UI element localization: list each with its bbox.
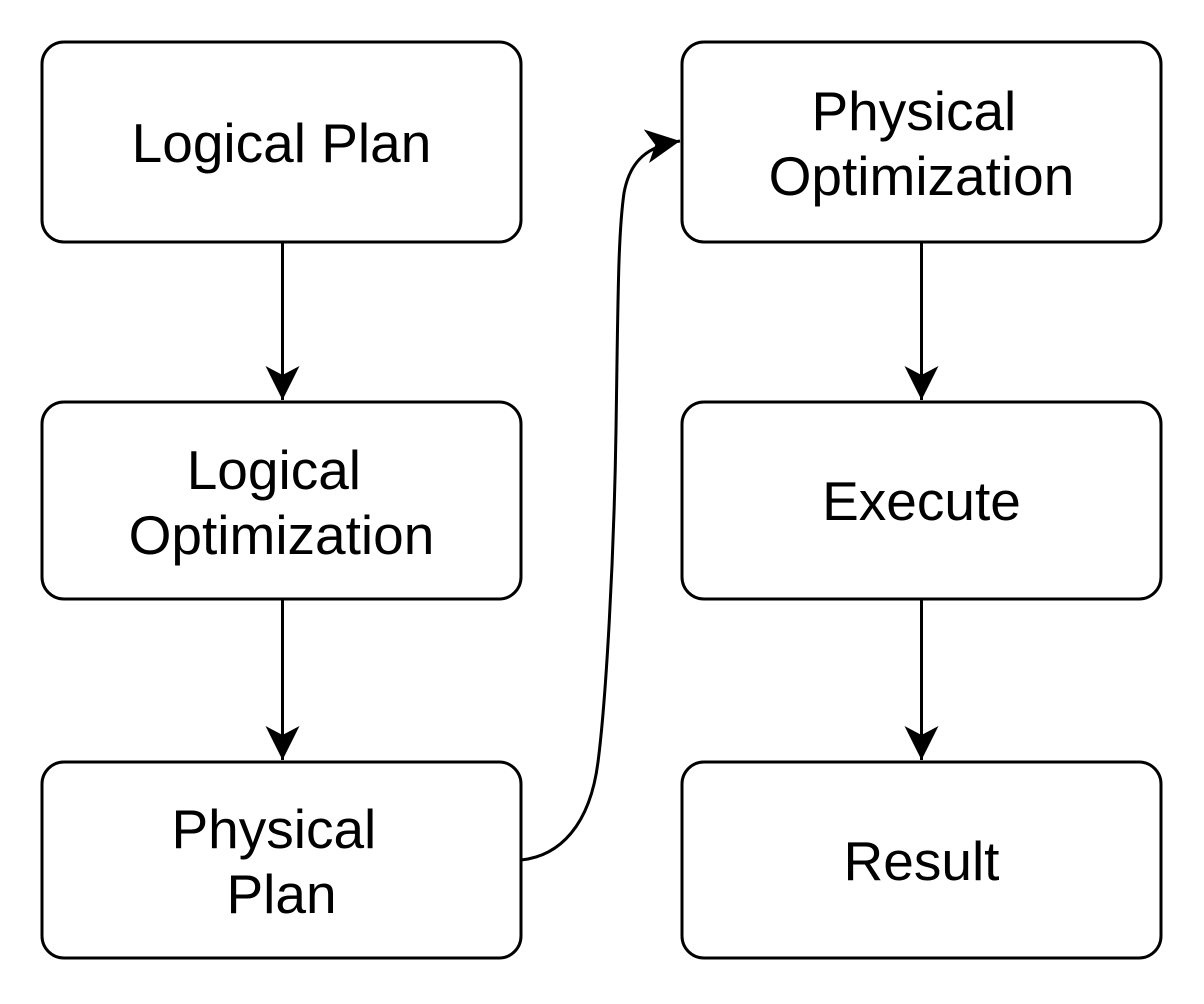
- node-physical-optimization-line2: Optimization: [769, 145, 1075, 207]
- node-physical-plan-box: [40, 760, 523, 960]
- node-result: Result: [680, 760, 1163, 960]
- node-physical-plan-line1: Physical: [171, 798, 376, 860]
- node-logical-optimization-line2: Optimization: [129, 504, 435, 566]
- node-logical-optimization-line1: Logical: [187, 439, 361, 501]
- node-logical-plan-box: [40, 40, 523, 244]
- node-execute-box: [680, 400, 1163, 601]
- node-logical-plan-label: Logical Plan: [132, 112, 432, 174]
- node-physical-plan: Physical Plan: [40, 760, 523, 960]
- node-result-box: [680, 760, 1163, 960]
- node-logical-plan: Logical Plan: [40, 40, 523, 244]
- node-physical-optimization-line1: Physical: [811, 80, 1016, 142]
- node-physical-plan-line2: Plan: [226, 863, 336, 925]
- node-logical-optimization-label: Logical Optimization: [129, 439, 435, 566]
- node-physical-optimization: Physical Optimization: [680, 40, 1163, 244]
- edge-physical-plan-to-physical-optimization: [520, 129, 681, 862]
- node-physical-optimization-box: [680, 40, 1163, 244]
- node-physical-plan-label: Physical Plan: [171, 798, 391, 925]
- node-execute: Execute: [680, 400, 1163, 601]
- node-logical-optimization: Logical Optimization: [40, 400, 523, 601]
- node-logical-optimization-box: [40, 400, 523, 601]
- node-physical-optimization-label: Physical Optimization: [769, 80, 1075, 207]
- node-execute-label: Execute: [822, 470, 1021, 532]
- node-result-label: Result: [844, 830, 1000, 892]
